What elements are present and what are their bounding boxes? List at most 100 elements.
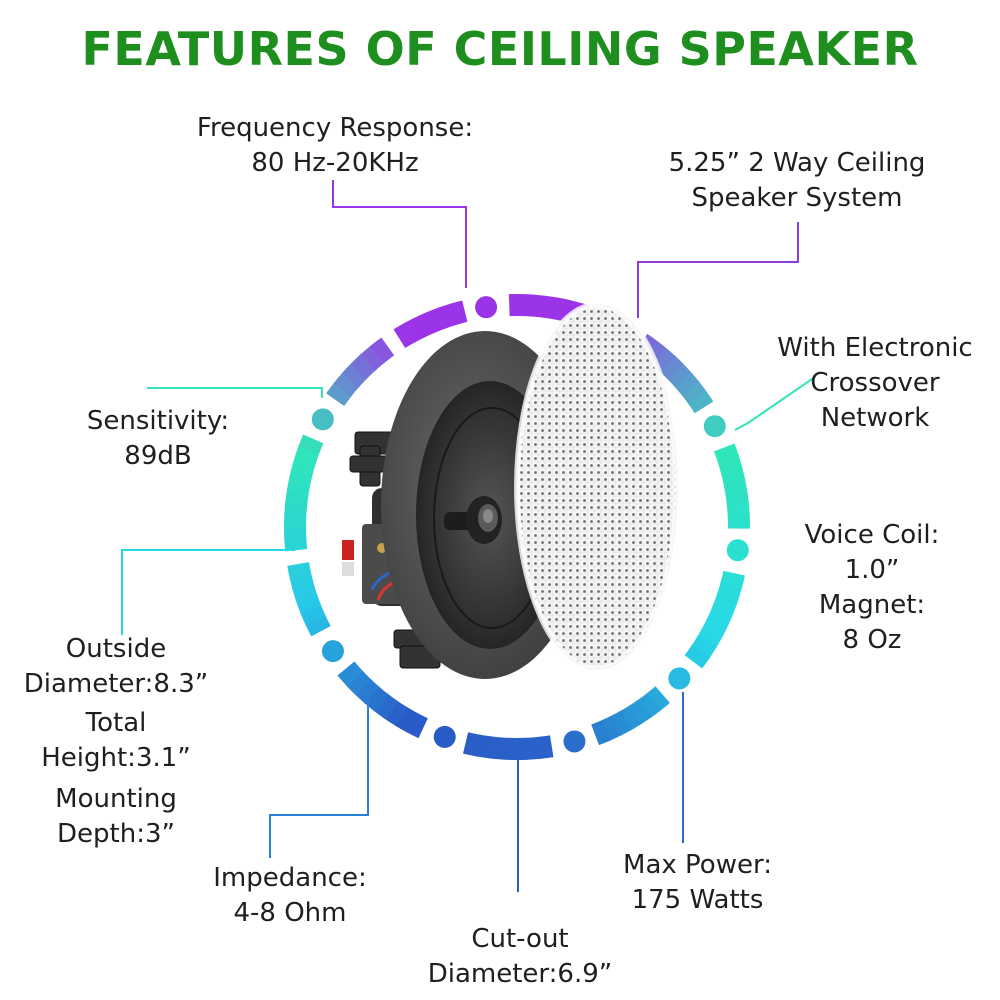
impedance-value: 4-8 Ohm: [233, 898, 347, 928]
system-line-1: 5.25” 2 Way Ceiling: [668, 148, 926, 178]
ring-segment: [500, 737, 516, 760]
ring-segment: [720, 466, 746, 485]
ring-segment: [414, 311, 436, 338]
feature-frequency-response: Frequency Response: 80 Hz-20KHz: [150, 111, 520, 181]
ring-segment: [725, 490, 749, 507]
ring-segment: [342, 362, 368, 388]
ring-segment: [393, 322, 417, 349]
crossover-line-2: Crossover: [810, 368, 940, 398]
connector-system: [637, 222, 799, 318]
ring-segment: [610, 710, 632, 736]
frequency-value: 80 Hz-20KHz: [251, 148, 419, 178]
ring-dot: [668, 667, 691, 690]
feature-dimensions: Outside Diameter:8.3” Total Height:3.1” …: [0, 632, 232, 852]
ring-segment: [681, 381, 707, 405]
crossover-line-1: With Electronic: [777, 333, 973, 363]
ring-segment: [448, 300, 468, 326]
ring-segment: [294, 445, 320, 465]
ring-segment: [651, 347, 676, 373]
ring-segment: [691, 634, 718, 659]
tweeter: [444, 496, 502, 544]
ring-segment: [536, 735, 554, 759]
ring-dot: [321, 640, 344, 663]
ring-segment: [287, 562, 312, 580]
mounting-depth-line-1: Mounting: [55, 784, 177, 814]
ring-segment: [285, 490, 309, 507]
magnet-label: Magnet:: [818, 590, 926, 620]
voicecoil-value: 1.0”: [844, 555, 900, 585]
ring-segment: [369, 337, 395, 364]
ring-segment: [659, 355, 685, 381]
ring-segment: [646, 686, 670, 712]
ring-segment: [716, 581, 742, 602]
ring-segment: [708, 603, 734, 626]
page-title: FEATURES OF CEILING SPEAKER: [81, 22, 919, 76]
ring-segment: [292, 583, 318, 603]
ring-segment: [542, 295, 560, 320]
ring-segment: [333, 371, 360, 397]
feature-speaker-system: 5.25” 2 Way Ceiling Speaker System: [632, 146, 962, 216]
voicecoil-label: Voice Coil:: [804, 520, 940, 550]
ring-dot: [563, 730, 586, 753]
ring-segment: [284, 502, 308, 518]
ring-segment: [437, 303, 457, 329]
connector-crossover: [734, 376, 816, 431]
ring-segment: [354, 678, 380, 704]
feature-crossover: With Electronic Crossover Network: [750, 331, 1000, 436]
cutout-line-1: Cut-out: [471, 924, 569, 954]
feature-max-power: Max Power: 175 Watts: [585, 848, 810, 918]
ring-segment: [286, 479, 311, 496]
ring-segment: [723, 478, 748, 496]
ring-segment: [350, 353, 377, 380]
ring-segment: [667, 363, 693, 388]
ring-segment: [384, 700, 408, 727]
ring-segment: [712, 593, 739, 614]
ring-segment: [525, 736, 541, 760]
ring-segment: [628, 699, 652, 725]
ring-segment: [475, 734, 493, 759]
ring-segment: [703, 614, 730, 637]
ring-segment: [360, 345, 385, 372]
ring-segment: [305, 614, 331, 637]
outside-diameter-line-2: Diameter:8.3”: [23, 669, 209, 699]
total-height-line-1: Total: [85, 708, 147, 738]
ring-segment: [720, 570, 745, 590]
impedance-label: Impedance:: [213, 863, 367, 893]
ring-segment: [697, 624, 724, 648]
ring-segment: [364, 686, 389, 712]
connector-impedance: [269, 700, 369, 858]
ring-dot: [475, 296, 498, 319]
ring-segment: [717, 454, 743, 474]
ring-segment: [591, 719, 612, 746]
ring-segment: [488, 736, 504, 760]
ring-segment: [291, 456, 316, 475]
ring-segment: [288, 467, 313, 486]
crossover-line-3: Network: [820, 403, 930, 433]
ring-segment: [337, 661, 364, 687]
feature-cutout-diameter: Cut-out Diameter:6.9”: [390, 922, 650, 992]
magnet-value: 8 Oz: [842, 625, 902, 655]
feature-sensitivity: Sensitivity: 89dB: [48, 404, 268, 474]
ring-segment: [425, 307, 447, 333]
feature-voice-coil-magnet: Voice Coil: 1.0” Magnet: 8 Oz: [772, 518, 972, 658]
ring-segment: [713, 443, 740, 464]
frequency-label: Frequency Response:: [196, 113, 474, 143]
ring-segment: [687, 390, 714, 414]
ring-segment: [553, 297, 571, 322]
maxpower-value: 175 Watts: [631, 885, 764, 915]
ring-segment: [289, 572, 315, 592]
ring-segment: [674, 372, 700, 397]
ring-segment: [296, 594, 322, 615]
ring-segment: [298, 434, 324, 455]
feature-impedance: Impedance: 4-8 Ohm: [180, 861, 400, 931]
ring-segment: [531, 294, 548, 318]
ring-dot: [726, 539, 749, 562]
ring-segment: [404, 316, 426, 343]
ring-dot: [703, 415, 726, 438]
ring-segment: [284, 536, 308, 552]
ring-segment: [394, 706, 418, 733]
sensitivity-value: 89dB: [124, 441, 192, 471]
ring-segment: [300, 604, 326, 626]
ring-segment: [463, 732, 481, 757]
